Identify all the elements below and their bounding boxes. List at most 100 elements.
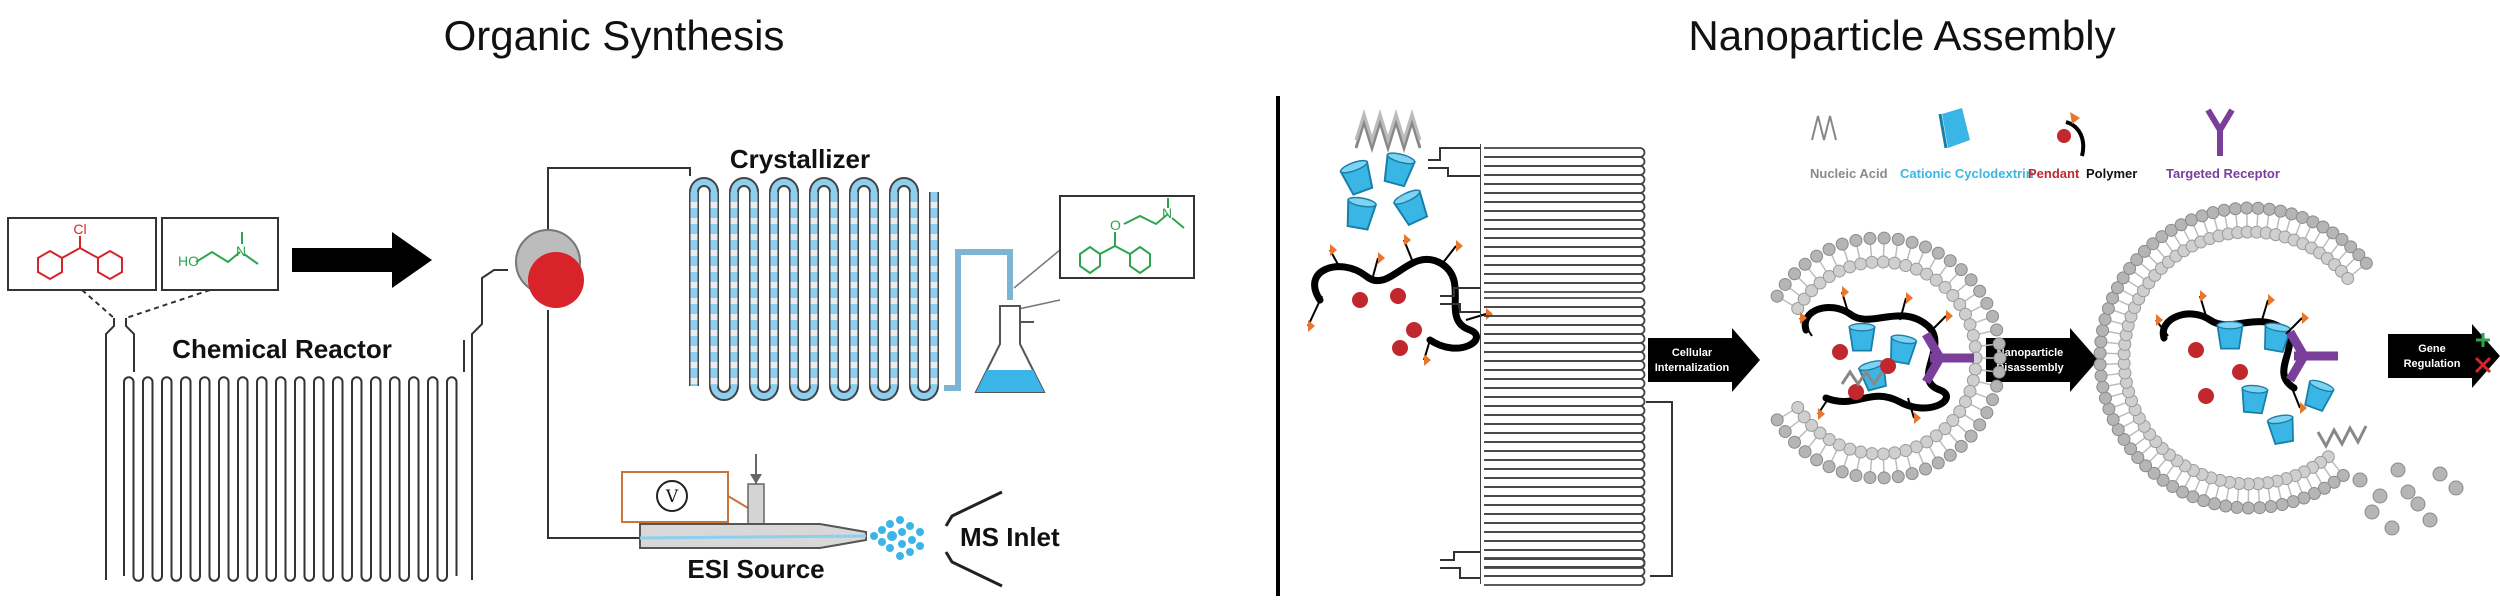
lipid-head [2306,215,2320,229]
lipid-head [1968,362,1982,376]
spray-droplet [887,531,897,541]
lipid-head [1980,406,1994,420]
lipid-head [2344,240,2358,254]
lipid-head [1876,255,1890,269]
released-lipid [2390,462,2406,478]
released-lipid [2372,488,2388,504]
gene-regulation-symbols [2474,333,2492,374]
pendant-group [1423,339,1431,366]
lipid-head [2336,468,2350,482]
lipid-head [2147,466,2161,480]
pendant-group [2155,314,2169,337]
reactor-inlet-tube [105,318,135,580]
nucleic-acid-reagent [1354,108,1422,154]
mixing-valve [515,229,584,308]
legend-targeted-receptor-icon [2205,108,2235,156]
lipid-head [1797,410,1811,424]
mixer-loop [1484,273,1646,284]
nanoparticle-assembly-panel: Nanoparticle Assembly [1307,12,2500,586]
released-lipid [2384,520,2400,536]
lipid-head [1843,260,1857,274]
lipid-head [1929,429,1943,443]
mixer-loop [1484,297,1646,308]
legend-pendant-label: Pendant [2028,166,2080,181]
mixer-loop [1484,432,1646,443]
mixer-loop [1484,378,1646,389]
mixer-loop [1484,165,1646,176]
lipid-head [1992,365,2006,379]
reactor-coil-loops [123,382,458,576]
voltage-meter [656,480,688,512]
pendant-group [1329,244,1341,269]
lipid-head [1877,231,1891,245]
released-lipid [2364,504,2380,520]
lipid-head [1877,471,1891,485]
spray-droplet [916,528,924,536]
lipid-head [2208,497,2222,511]
lipid-head [2124,442,2138,456]
lipid-head [2110,281,2124,295]
lipid-head [2326,226,2340,240]
lipid-head [2139,459,2153,473]
lipid-head [1805,284,1819,298]
released-nucleic-acid [2316,424,2368,450]
lipid-head [2176,485,2190,499]
pendant-bead [2188,342,2204,358]
lipid-head [1798,445,1812,459]
lipid-head [1854,257,1868,271]
reagent-2-structure [195,250,241,264]
pendant-group [1841,286,1849,313]
reagent-box-dimethylaminoethanol: HO N [161,217,279,291]
lipid-head [1788,435,1802,449]
lipid-head [1778,425,1792,439]
mixer-loop [1484,351,1646,362]
mixer-loop [1484,387,1646,398]
mixer-loop [1484,174,1646,185]
lipid-head [1849,469,1863,483]
lipid-head [1954,439,1968,453]
spray-droplet [916,542,924,550]
step-label-line: Internalization [1655,362,1730,374]
mixer-loop [1484,468,1646,479]
lipid-head [1946,414,1960,428]
lipid-head [1854,445,1868,459]
lipid-head [2286,495,2300,509]
reagent-2-ho-label: HO [178,253,199,269]
pendant-group [1371,252,1385,281]
product-structure [1079,198,1185,275]
pendant-bead [1848,384,1864,400]
lipid-head [2206,206,2220,220]
lipid-head [2219,499,2233,513]
cyclodextrin-cup [1383,152,1417,188]
spray-droplet [898,528,906,536]
lipid-head [1876,447,1890,461]
lipid-head [1905,235,1919,249]
lipid-head [1980,296,1994,310]
reactor-outlet-tube [463,269,508,580]
cyclodextrin-cup [1890,334,1918,365]
mixer-loop [1484,282,1646,293]
product-structure-box [1059,195,1195,279]
nanoparticle-internalized [1799,286,1974,424]
mixer-loop [1484,423,1646,434]
mixer-loop [1484,228,1646,239]
legend-nucleic-acid-label: Nucleic Acid [1810,166,1888,181]
spray-droplet [906,522,914,530]
pendant-group [1465,308,1493,321]
lipid-head [1943,254,1957,268]
lipid-head [1863,471,1877,485]
chemical-reactor: Chemical Reactor [105,269,508,582]
disassembled-components [2155,290,2335,445]
legend-nucleic-acid-icon [1811,115,1837,141]
lipid-head [1968,340,1982,354]
mixer-loop [1484,486,1646,497]
mixer-loop [1484,450,1646,461]
collection-flask [974,305,1046,393]
nanoparticle-disassembled [2155,290,2368,450]
lipid-head [1919,240,1933,254]
voltage-symbol: V [665,487,679,507]
mixer-loop [1484,315,1646,326]
pendant-group [2285,312,2309,335]
pendant-bead [1392,340,1408,356]
